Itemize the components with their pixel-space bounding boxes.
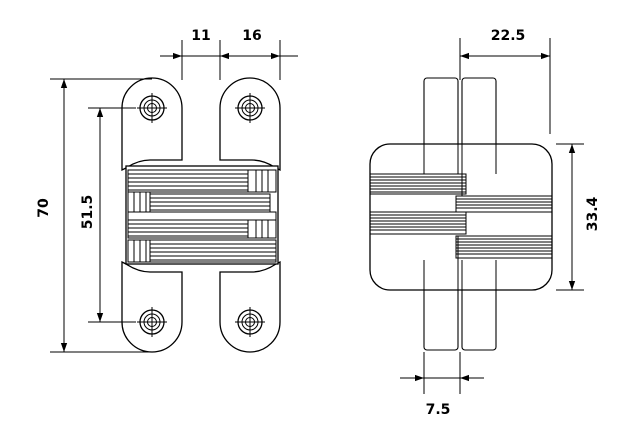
dim-side-body-height bbox=[556, 143, 584, 291]
right-plate bbox=[219, 77, 281, 172]
right-plate-lower bbox=[219, 260, 281, 353]
dim-screw-spacing bbox=[88, 107, 136, 323]
hinge-mechanism bbox=[125, 165, 279, 265]
left-plate bbox=[121, 77, 183, 172]
screw-hole-bottom-right bbox=[235, 307, 265, 337]
dim-right-width-label: 16 bbox=[242, 28, 261, 44]
left-plate-lower bbox=[121, 260, 183, 353]
dim-side-width bbox=[459, 38, 551, 134]
dim-fin-width-label: 7.5 bbox=[426, 402, 451, 418]
dim-side-width-label: 22.5 bbox=[491, 28, 526, 44]
screw-hole-bottom-left bbox=[137, 307, 167, 337]
side-body bbox=[369, 143, 553, 291]
side-view: 22.5 33.4 7.5 bbox=[369, 28, 601, 418]
dim-fin-width bbox=[400, 352, 484, 394]
dim-side-body-height-label: 33.4 bbox=[585, 196, 601, 231]
side-link-stacks bbox=[369, 173, 553, 259]
dim-overall-height-label: 70 bbox=[36, 198, 52, 218]
front-view: 11 16 70 51.5 bbox=[36, 28, 298, 353]
dim-top-widths bbox=[160, 40, 298, 80]
dim-screw-spacing-label: 51.5 bbox=[80, 195, 96, 230]
dim-overall-height bbox=[50, 78, 152, 353]
dim-left-width-label: 11 bbox=[191, 28, 210, 44]
screw-hole-top-left bbox=[137, 93, 167, 123]
screw-hole-top-right bbox=[235, 93, 265, 123]
